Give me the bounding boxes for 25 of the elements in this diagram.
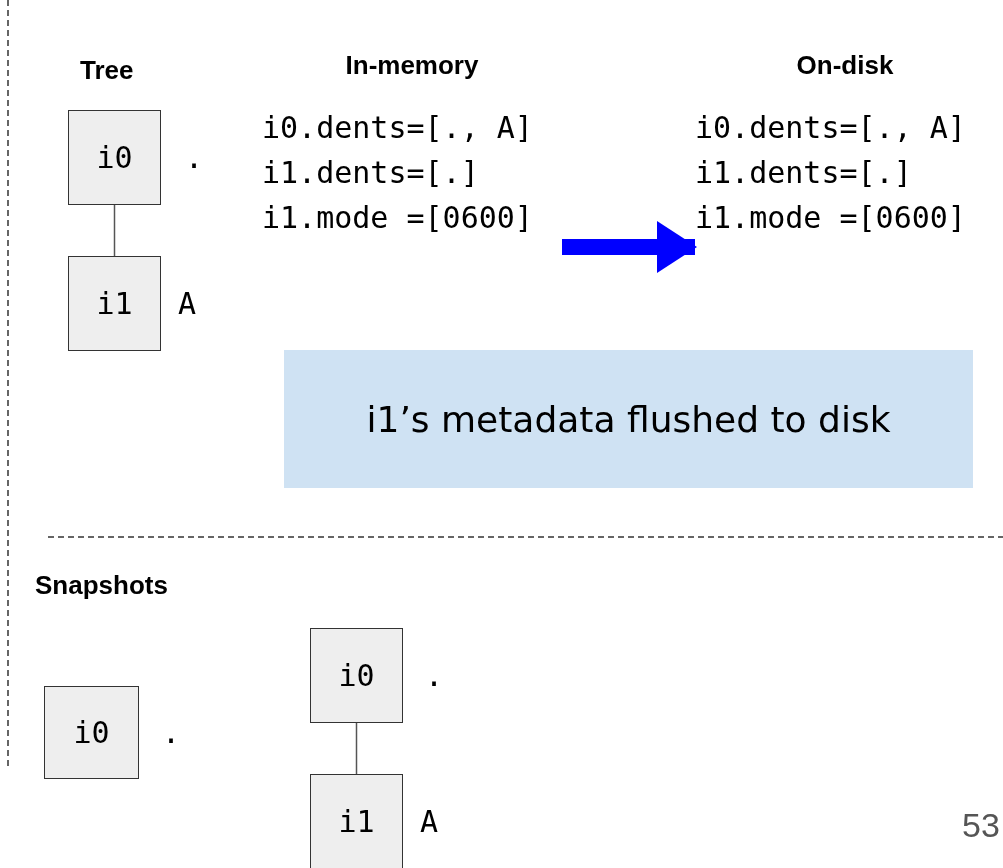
code-line: i1.mode =[0600] <box>695 200 967 237</box>
entry-name: . <box>185 140 204 175</box>
entry-name: A <box>178 286 197 321</box>
code-line: i1.mode =[0600] <box>262 200 534 237</box>
inode-box: i0 <box>310 628 403 723</box>
column-heading: In-memory <box>344 50 480 82</box>
section-heading: Snapshots <box>35 570 168 601</box>
tree-link <box>113 204 116 257</box>
inode-box: i1 <box>310 774 403 868</box>
inode-box: i0 <box>68 110 161 205</box>
column-heading: On-disk <box>795 50 895 82</box>
code-line: i0.dents=[., A] <box>695 110 967 147</box>
entry-name: A <box>420 804 439 839</box>
tree-link <box>355 722 358 775</box>
arrow <box>562 221 697 273</box>
code-line: i1.dents=[.] <box>695 155 913 192</box>
page-number: 53 <box>962 806 1000 845</box>
inode-box: i1 <box>68 256 161 351</box>
inode-box: i0 <box>44 686 139 779</box>
entry-name: . <box>162 715 181 750</box>
callout-box: i1’s metadata flushed to disk <box>284 350 973 488</box>
entry-name: . <box>425 658 444 693</box>
code-line: i1.dents=[.] <box>262 155 480 192</box>
section-heading: Tree <box>80 55 134 86</box>
code-line: i0.dents=[., A] <box>262 110 534 147</box>
